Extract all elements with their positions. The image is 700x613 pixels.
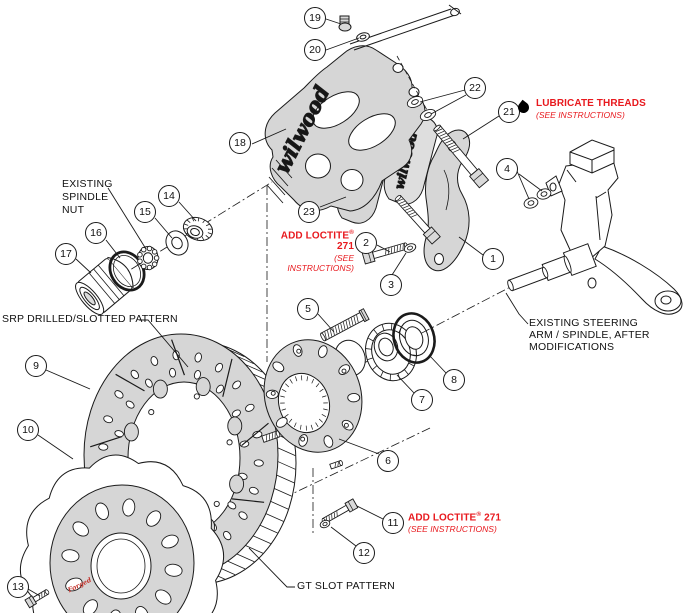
callout-21: 21 [498,101,520,123]
grease-seal-drawing [392,312,436,364]
note-lubricate-sub: (SEE INSTRUCTIONS) [536,110,625,120]
label-gt-slot-pattern: GT SLOT PATTERN [297,580,395,592]
hat-bolt [24,589,50,609]
note-lubricate-threads: LUBRICATE THREADS (SEE INSTRUCTIONS) [536,98,646,120]
callout-8: 8 [443,369,465,391]
note-add-loctite-upper: ADD LOCTITE® 271 (SEE INSTRUCTIONS) [266,229,354,273]
callout-9: 9 [25,355,47,377]
callout-19: 19 [304,7,326,29]
crossover-tube-and-bleed-screw [338,4,462,51]
callout-17: 17 [55,243,77,265]
callout-18: 18 [229,132,251,154]
label-srp-pattern: SRP DRILLED/SLOTTED PATTERN [2,313,178,325]
spindle-washers [523,188,552,209]
note-loctite-sub: (SEE INSTRUCTIONS) [287,253,354,274]
spindle-nut-hardware [75,216,214,315]
callout-16: 16 [85,222,107,244]
label-steering-arm: EXISTING STEERING ARM / SPINDLE, AFTER M… [529,317,650,353]
castle-nut-drawing [137,245,160,271]
callout-5: 5 [297,298,319,320]
callout-12: 12 [353,542,375,564]
callout-22: 22 [464,77,486,99]
note-loctite-sub: (SEE INSTRUCTIONS) [408,524,497,535]
callout-10: 10 [17,419,39,441]
callout-4: 4 [496,158,518,180]
callout-2: 2 [355,232,377,254]
spindle-steering-arm-drawing [507,139,683,315]
callout-7: 7 [411,389,433,411]
leader-lines [27,18,543,597]
callout-14: 14 [158,185,180,207]
callout-1: 1 [482,248,504,270]
mounting-bolts [320,124,490,525]
rotor-hat-drawing [20,454,224,613]
hub-drawing [263,339,366,453]
dust-cap-drawing [75,256,134,315]
callout-23: 23 [298,201,320,223]
note-loctite-title: ADD LOCTITE® 271 [280,229,354,253]
note-loctite-title: ADD LOCTITE® 271 [408,511,502,524]
callout-6: 6 [377,450,399,472]
callout-13: 13 [7,576,29,598]
inner-bearing-face [373,332,399,362]
caliper-washers [319,96,437,529]
note-add-loctite-lower: ADD LOCTITE® 271 (SEE INSTRUCTIONS) [408,511,501,534]
callout-20: 20 [304,39,326,61]
label-existing-spindle-nut: EXISTING SPINDLE NUT [62,178,113,216]
note-lubricate-title: LUBRICATE THREADS [536,98,646,109]
callout-3: 3 [380,274,402,296]
callout-11: 11 [382,512,404,534]
callout-15: 15 [134,201,156,223]
